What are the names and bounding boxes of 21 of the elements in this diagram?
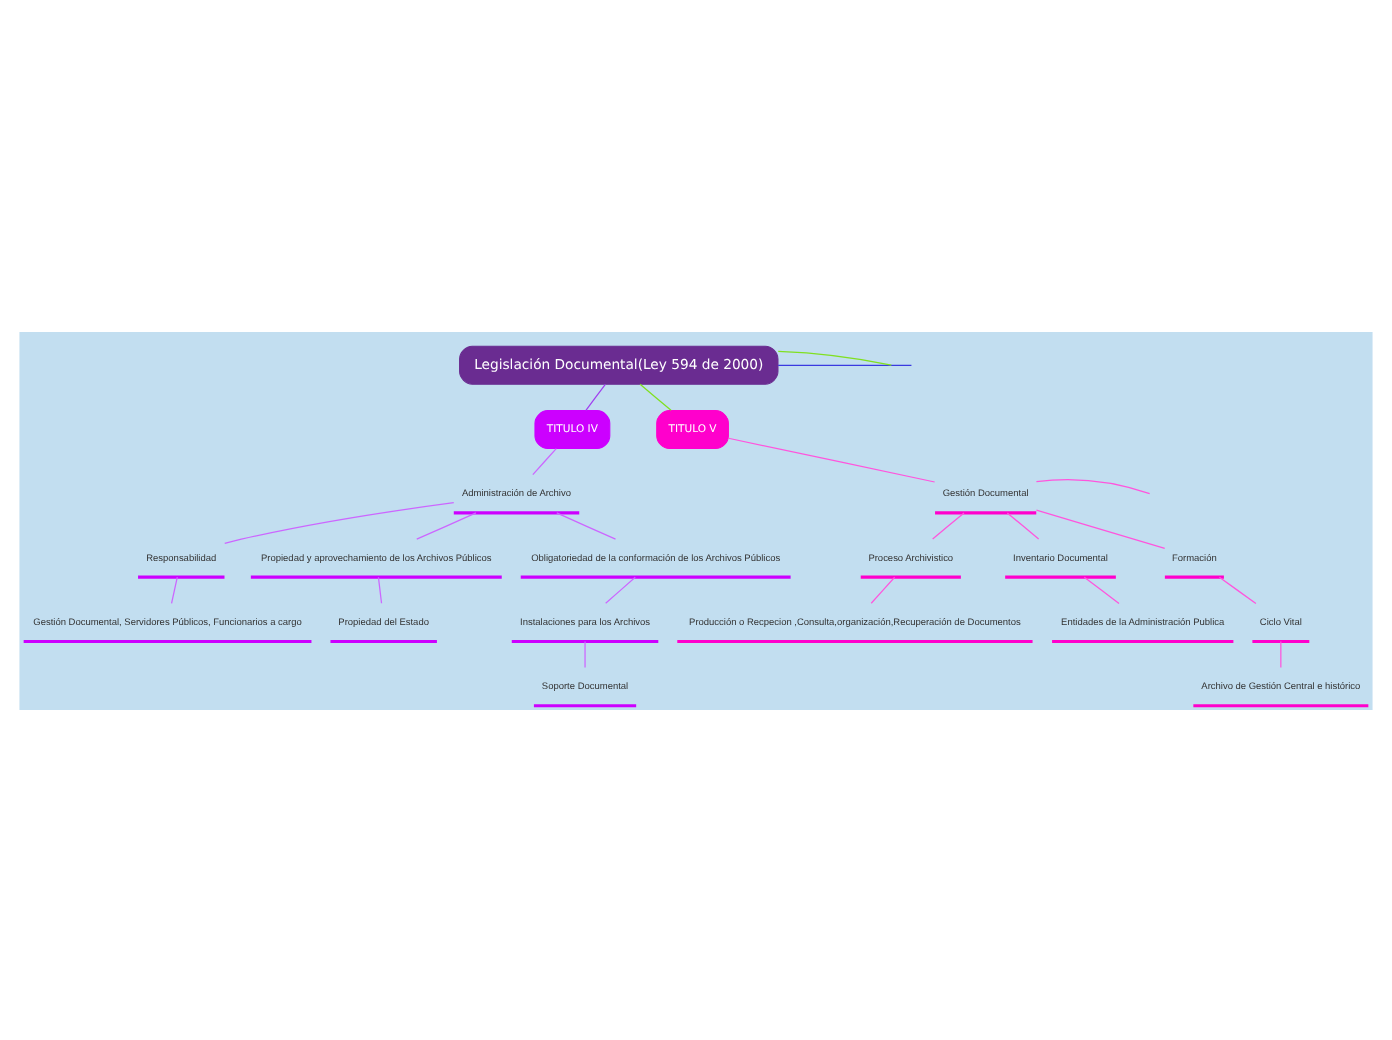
connector bbox=[932, 511, 965, 539]
connector bbox=[416, 511, 477, 539]
connector bbox=[777, 349, 892, 365]
connector bbox=[639, 382, 672, 410]
connector bbox=[224, 501, 455, 544]
connector bbox=[377, 575, 383, 603]
connector bbox=[1218, 575, 1257, 604]
connector bbox=[605, 575, 636, 603]
connector bbox=[777, 363, 913, 365]
connector bbox=[1035, 478, 1151, 494]
connector bbox=[1006, 511, 1040, 539]
connector bbox=[1035, 508, 1166, 548]
connector bbox=[556, 511, 617, 539]
connector bbox=[870, 575, 896, 603]
connector bbox=[1083, 575, 1120, 604]
connector bbox=[170, 575, 178, 603]
connector bbox=[585, 382, 606, 410]
connector bbox=[1280, 639, 1282, 668]
connector bbox=[532, 447, 557, 475]
connector bbox=[727, 436, 936, 482]
connector bbox=[584, 639, 586, 668]
